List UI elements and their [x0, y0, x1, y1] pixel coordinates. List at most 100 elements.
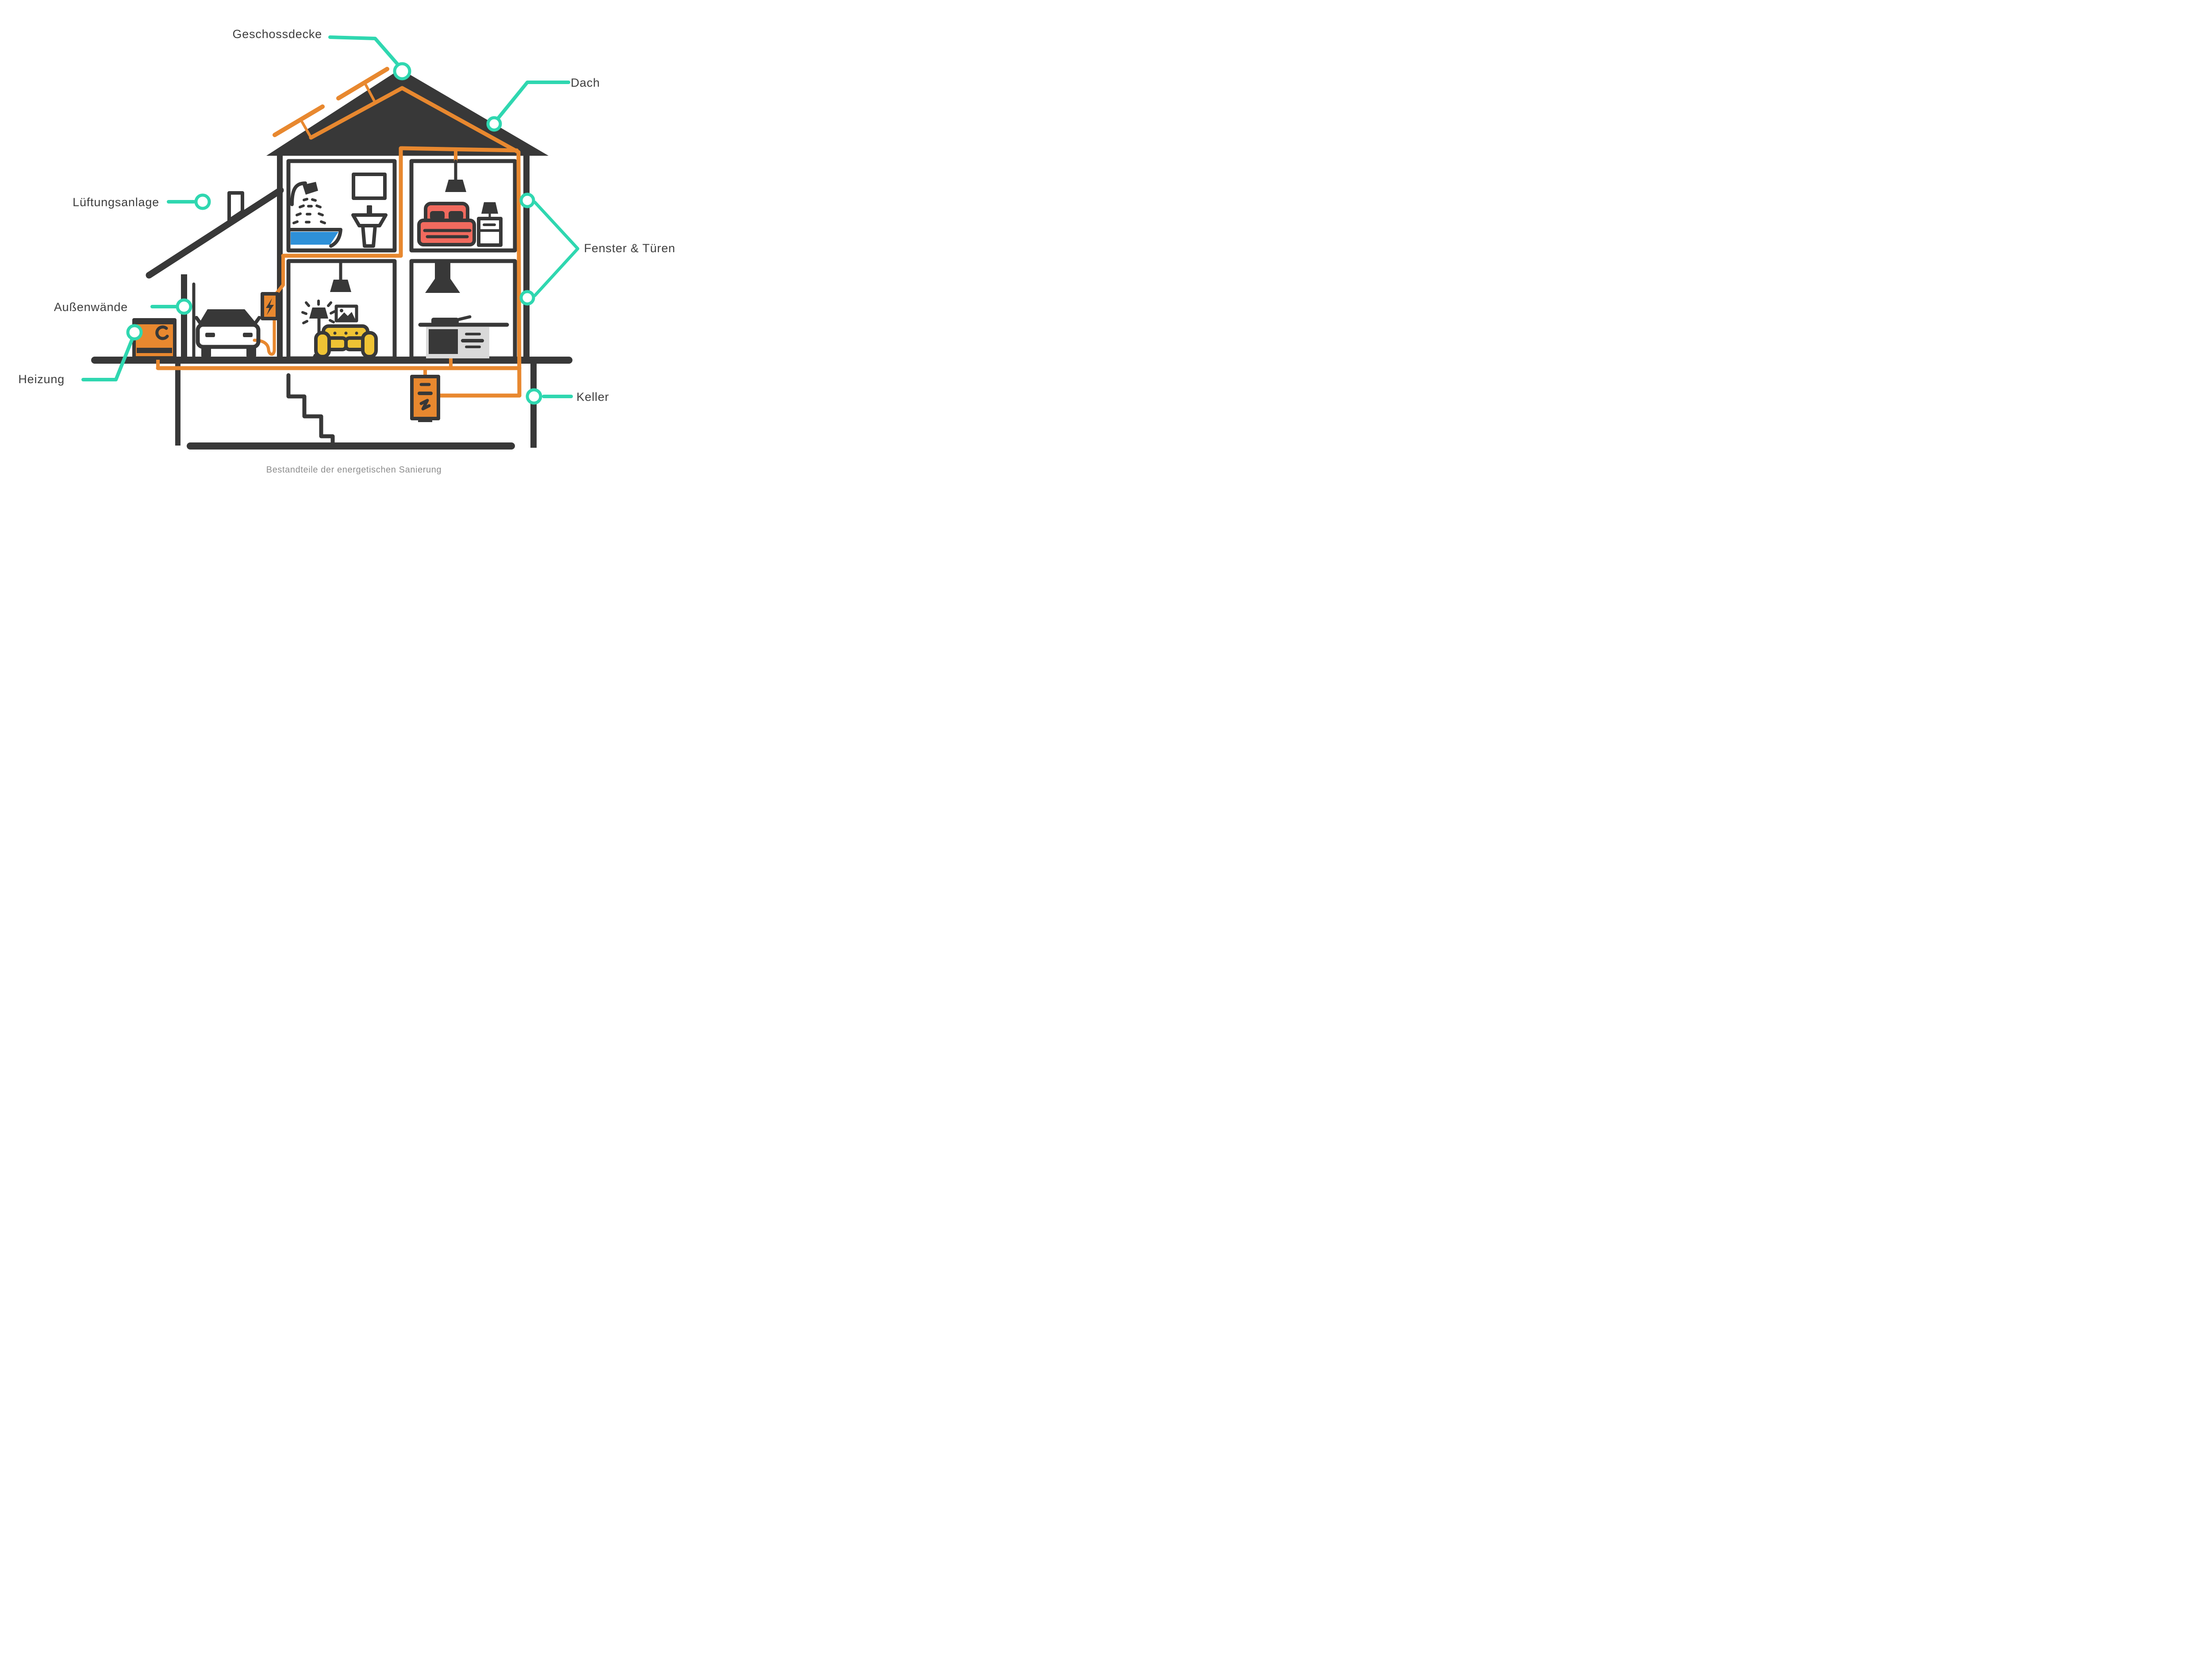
car-body — [196, 323, 261, 349]
callout-keller — [526, 388, 573, 405]
callout-dach — [486, 81, 570, 132]
pillow-right — [449, 211, 463, 220]
callout-line-dach — [495, 81, 570, 122]
infographic-house-sanierung: Geschossdecke Dach Lüftungsanlage Fenste… — [0, 0, 694, 504]
nightstand-lamp — [481, 202, 498, 214]
pillow-left — [430, 211, 445, 220]
car-headlight-right — [243, 333, 253, 337]
car-headlight-left — [205, 333, 215, 337]
callout-circle-aussenwaende — [176, 298, 192, 315]
shower-arm — [290, 181, 307, 206]
boiler-body — [410, 375, 440, 420]
ventilation-chimney — [227, 191, 244, 222]
collector-strut-1 — [365, 84, 376, 102]
bedroom-pendant-lamp — [445, 180, 466, 192]
main-roof — [266, 69, 549, 156]
label-geschossdecke: Geschossdecke — [233, 27, 323, 41]
collector-strut-2 — [301, 121, 312, 139]
callout-circle-fenster-unten — [519, 290, 535, 306]
bathtub-water — [291, 232, 338, 245]
callout-line-heizung — [81, 337, 134, 381]
callout-aussenwaende — [150, 298, 192, 315]
oven-door — [429, 329, 458, 354]
picture-frame — [334, 304, 358, 323]
car-roof-windshield — [198, 309, 257, 325]
callout-circle-heizung — [126, 324, 143, 341]
callout-lueftungsanlage — [167, 193, 211, 210]
car-mirror-left — [195, 316, 203, 326]
callout-fenster-tueren — [519, 192, 580, 306]
car-wheel-right — [246, 347, 256, 357]
boiler-foot — [418, 419, 432, 422]
room-bedroom — [409, 159, 517, 253]
boiler — [410, 375, 440, 422]
garage-contents — [195, 292, 279, 357]
sofa-leg-left — [330, 357, 334, 360]
bed-body — [417, 219, 476, 246]
label-heizung: Heizung — [18, 373, 65, 386]
sofa-button-3 — [355, 331, 358, 335]
callout-circle-dach — [486, 116, 502, 132]
labels: Geschossdecke Dach Lüftungsanlage Fenste… — [18, 27, 675, 475]
sofa-button-1 — [333, 331, 337, 335]
room-bathroom — [286, 159, 397, 253]
floor-lamp-rays — [301, 300, 336, 324]
heating-unit — [132, 318, 177, 360]
car — [195, 309, 261, 357]
diagram-canvas: Geschossdecke Dach Lüftungsanlage Fenste… — [18, 27, 675, 475]
solar-collector-bar-upper — [336, 67, 389, 100]
kitchen-furniture — [418, 262, 509, 358]
picture-sun — [340, 309, 343, 312]
sink-pedestal — [361, 224, 377, 248]
callout-circle-keller — [526, 388, 542, 405]
main-right-wall — [523, 155, 530, 361]
solar-collectors — [273, 67, 389, 139]
pan-handle — [457, 315, 472, 321]
bathtub — [287, 228, 342, 248]
pan — [431, 318, 459, 324]
picture-mountains — [338, 312, 355, 319]
extractor-hood — [425, 279, 460, 293]
annex-left-wall — [181, 274, 187, 361]
ev-charging-cable — [253, 317, 276, 356]
lightning-icon — [266, 298, 274, 315]
heating-unit-lower-band — [137, 348, 172, 353]
faucet — [367, 205, 372, 215]
annex-roof — [146, 187, 284, 279]
callout-heizung — [81, 324, 143, 381]
bathroom-furniture — [287, 173, 388, 248]
basement-stairs — [286, 373, 335, 447]
hood-chimney — [435, 262, 450, 280]
callout-circle-fenster-oben — [519, 192, 535, 208]
floor-lamp-shade — [309, 308, 328, 319]
bedroom-ceiling-pipe — [399, 146, 519, 153]
car-mirror-right — [253, 316, 261, 326]
wallbox-feed-pipe — [275, 254, 285, 295]
solar-collector-bar-lower — [273, 104, 325, 137]
heating-pipes — [156, 67, 522, 398]
mirror — [352, 173, 387, 200]
basement-left-wall — [175, 364, 180, 446]
roof-pipe — [309, 86, 521, 154]
callouts — [81, 35, 580, 405]
sofa-arm-left — [314, 331, 331, 358]
ev-wallbox — [261, 292, 279, 320]
right-wall-pipe — [516, 150, 522, 398]
shower-spray — [292, 198, 326, 224]
diagram-caption: Bestandteile der energetischen Sanierung — [266, 465, 442, 475]
callout-line-geschossdecke — [328, 35, 401, 68]
house-structure — [91, 69, 572, 450]
car-wheel-left — [201, 347, 211, 357]
heating-unit-top-band — [134, 319, 175, 324]
living-room-furniture — [301, 260, 378, 360]
wallbox-body — [261, 292, 279, 320]
callout-geschossdecke — [328, 35, 411, 81]
shower-head — [303, 182, 318, 195]
zigzag-icon — [419, 399, 431, 411]
bedroom-furniture — [417, 159, 503, 247]
basement-right-wall — [530, 364, 537, 448]
sofa-leg-right — [354, 357, 358, 360]
sofa-button-2 — [344, 331, 348, 335]
callout-circle-geschossdecke — [393, 62, 411, 81]
label-dach: Dach — [571, 76, 600, 89]
